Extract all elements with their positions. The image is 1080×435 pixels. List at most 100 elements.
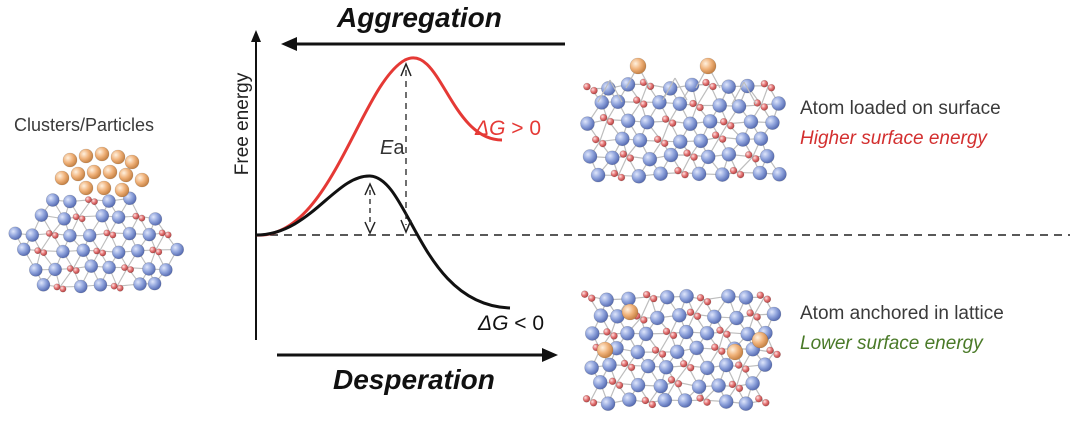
metal-atom xyxy=(593,308,609,323)
metal-atom xyxy=(584,360,599,376)
oxygen-atom xyxy=(753,99,762,107)
oxygen-atom xyxy=(773,350,781,359)
oxygen-atom xyxy=(735,384,744,393)
oxygen-atom xyxy=(121,264,129,272)
metal-atom xyxy=(771,96,786,111)
metal-atom xyxy=(8,226,23,241)
metal-atom xyxy=(691,166,707,182)
metal-atom xyxy=(721,147,737,162)
metal-atom xyxy=(111,210,126,225)
metal-atom xyxy=(721,288,736,304)
higher-surface-energy-label: Higher surface energy xyxy=(800,128,987,149)
metal-atom xyxy=(653,378,669,394)
desperation-arrow xyxy=(277,348,558,362)
metal-atom xyxy=(679,288,694,304)
oxygen-atom xyxy=(760,79,769,88)
oxygen-atom xyxy=(766,346,774,355)
metal-atom xyxy=(702,114,718,129)
metal-atom xyxy=(653,166,668,182)
ea-symbol: E xyxy=(380,137,394,159)
metal-atom xyxy=(142,262,156,276)
loaded-metal-atom xyxy=(102,164,118,180)
oxygen-atom xyxy=(580,290,589,299)
oxygen-atom xyxy=(674,380,683,388)
metal-atom xyxy=(82,228,97,243)
bond-line xyxy=(662,77,676,101)
metal-atom xyxy=(610,94,626,110)
lattice-anchored-atom xyxy=(621,303,639,321)
oxygen-atom xyxy=(709,82,717,91)
oxygen-atom xyxy=(53,283,61,291)
oxygen-atom xyxy=(754,394,763,403)
oxygen-atom xyxy=(689,99,697,108)
bond-line xyxy=(609,79,623,103)
oxygen-atom xyxy=(746,309,754,317)
metal-atom xyxy=(16,242,31,257)
oxygen-atom xyxy=(158,229,166,237)
delta-g-negative-label: ΔG < 0 xyxy=(478,312,544,336)
oxygen-atom xyxy=(767,83,776,92)
oxygen-atom xyxy=(109,231,117,239)
oxygen-atom xyxy=(617,173,626,182)
metal-atom xyxy=(584,326,600,341)
bond-line xyxy=(718,332,725,350)
metal-atom xyxy=(170,242,185,257)
aggregation-arrow xyxy=(281,37,565,51)
oxygen-atom xyxy=(138,214,146,222)
activation-energy-label: Ea xyxy=(380,137,404,160)
metal-atom xyxy=(95,208,110,223)
oxygen-atom xyxy=(703,297,712,306)
oxygen-atom xyxy=(686,363,695,372)
oxygen-atom xyxy=(639,100,648,108)
y-axis-arrowhead xyxy=(251,30,261,42)
metal-atom xyxy=(678,324,694,340)
ea-subscript: a xyxy=(393,137,405,159)
loaded-metal-atom xyxy=(124,154,140,170)
oxygen-atom xyxy=(132,212,140,220)
metal-atom xyxy=(580,116,595,131)
bond-line xyxy=(616,365,630,384)
oxygen-atom xyxy=(662,327,671,336)
oxygen-atom xyxy=(669,331,678,340)
oxygen-atom xyxy=(626,154,635,162)
oxygen-atom xyxy=(761,398,770,407)
metal-atom xyxy=(599,292,614,308)
metal-atom xyxy=(639,114,655,130)
metal-atom xyxy=(691,379,707,395)
oxygen-atom xyxy=(686,308,695,317)
lattice-anchored-atom xyxy=(751,331,769,349)
bond-line xyxy=(674,77,688,101)
oxygen-atom xyxy=(693,312,702,321)
ea-arrow-small xyxy=(364,182,376,235)
bond-line xyxy=(760,85,769,106)
metal-atom xyxy=(699,360,715,376)
oxygen-atom xyxy=(679,359,688,368)
metal-atom xyxy=(684,77,700,93)
oxygen-atom xyxy=(718,135,727,143)
metal-atom xyxy=(73,279,88,294)
metal-atom xyxy=(631,168,647,184)
oxygen-atom xyxy=(648,400,657,409)
dg-negative-text: < 0 xyxy=(508,312,545,335)
metal-atom xyxy=(718,394,734,409)
oxygen-atom xyxy=(583,82,591,91)
bond-line xyxy=(694,299,706,315)
oxygen-atom xyxy=(653,135,662,144)
oxygen-atom xyxy=(598,139,607,148)
oxygen-atom xyxy=(734,361,743,369)
oxygen-atom xyxy=(149,246,157,254)
dg-symbol-positive: ΔG xyxy=(475,117,506,140)
oxygen-atom xyxy=(640,316,648,324)
oxygen-atom xyxy=(642,290,651,299)
oxygen-atom xyxy=(690,153,698,161)
lower-surface-energy-label: Lower surface energy xyxy=(800,333,983,354)
loaded-metal-atom xyxy=(118,167,134,183)
metal-atom xyxy=(662,81,678,96)
oxygen-atom xyxy=(610,332,618,340)
oxygen-atom xyxy=(164,231,172,239)
metal-atom xyxy=(102,260,116,275)
oxygen-atom xyxy=(599,113,608,122)
oxygen-atom xyxy=(760,103,769,111)
